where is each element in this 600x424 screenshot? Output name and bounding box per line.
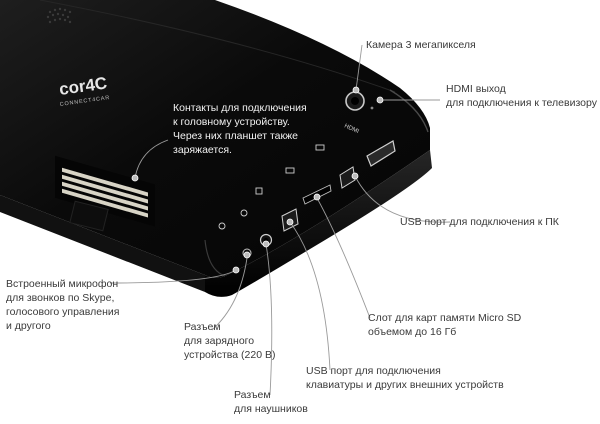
microphone-callout-line-4: и другого	[6, 320, 51, 332]
usb-devices-callout: USB порт для подключения клавиатуры и др…	[306, 364, 504, 392]
charger-callout-line-1: Разъем	[184, 321, 221, 333]
docking-contacts	[55, 155, 155, 232]
tablet-bottom-edge	[0, 195, 205, 292]
tablet-side-edge	[205, 150, 432, 297]
contacts-callout: Контакты для подключения к головному уст…	[173, 101, 307, 157]
camera-callout: Камера 3 мегапикселя	[366, 38, 476, 52]
usb-pc-port	[339, 166, 356, 189]
charger-callout: Разъем для зарядного устройства (220 В)	[184, 320, 275, 362]
charger-callout-line-2: для зарядного	[184, 335, 255, 347]
annotation-lines	[109, 44, 451, 396]
camera-callout-text: Камера 3 мегапикселя	[366, 39, 476, 51]
microphone-callout-line-1: Встроенный микрофон	[6, 278, 119, 290]
camera-lens	[345, 91, 374, 111]
headphones-callout: Разъем для наушников	[234, 388, 308, 416]
usb-pc-callout-text: USB порт для подключения к ПК	[400, 216, 559, 228]
contacts-callout-line-4: заряжается.	[173, 144, 232, 156]
usb-pc-callout: USB порт для подключения к ПК	[400, 215, 559, 229]
contacts-callout-line-1: Контакты для подключения	[173, 102, 307, 114]
hdmi-port	[366, 140, 396, 167]
sd-slot-callout-line-1: Слот для карт памяти Micro SD	[368, 312, 522, 324]
contacts-callout-line-3: Через них планшет также	[173, 130, 298, 142]
side-port-icons	[218, 144, 325, 230]
speaker-grille	[46, 7, 72, 24]
hdmi-callout-line-2: для подключения к телевизору	[446, 97, 597, 109]
hdmi-port-label: HDMI	[343, 123, 360, 135]
usb-devices-callout-line-1: USB порт для подключения	[306, 365, 441, 377]
charger-callout-line-3: устройства (220 В)	[184, 349, 276, 361]
microphone-callout: Встроенный микрофон для звонков по Skype…	[6, 277, 119, 333]
usb-devices-callout-line-2: клавиатуры и других внешних устройств	[306, 379, 504, 391]
headphones-callout-line-2: для наушников	[234, 403, 308, 415]
hdmi-callout: HDMI выход для подключения к телевизору	[446, 82, 597, 110]
sd-slot-callout: Слот для карт памяти Micro SD объемом до…	[368, 311, 521, 339]
microphone-callout-line-2: для звонков по Skype,	[6, 292, 115, 304]
headphones-callout-line-1: Разъем	[234, 389, 271, 401]
sd-slot-callout-line-2: объемом до 16 Гб	[368, 326, 457, 338]
contacts-callout-line-2: к головному устройству.	[173, 116, 290, 128]
hdmi-callout-line-1: HDMI выход	[446, 83, 506, 95]
microphone-callout-line-3: голосового управления	[6, 306, 120, 318]
